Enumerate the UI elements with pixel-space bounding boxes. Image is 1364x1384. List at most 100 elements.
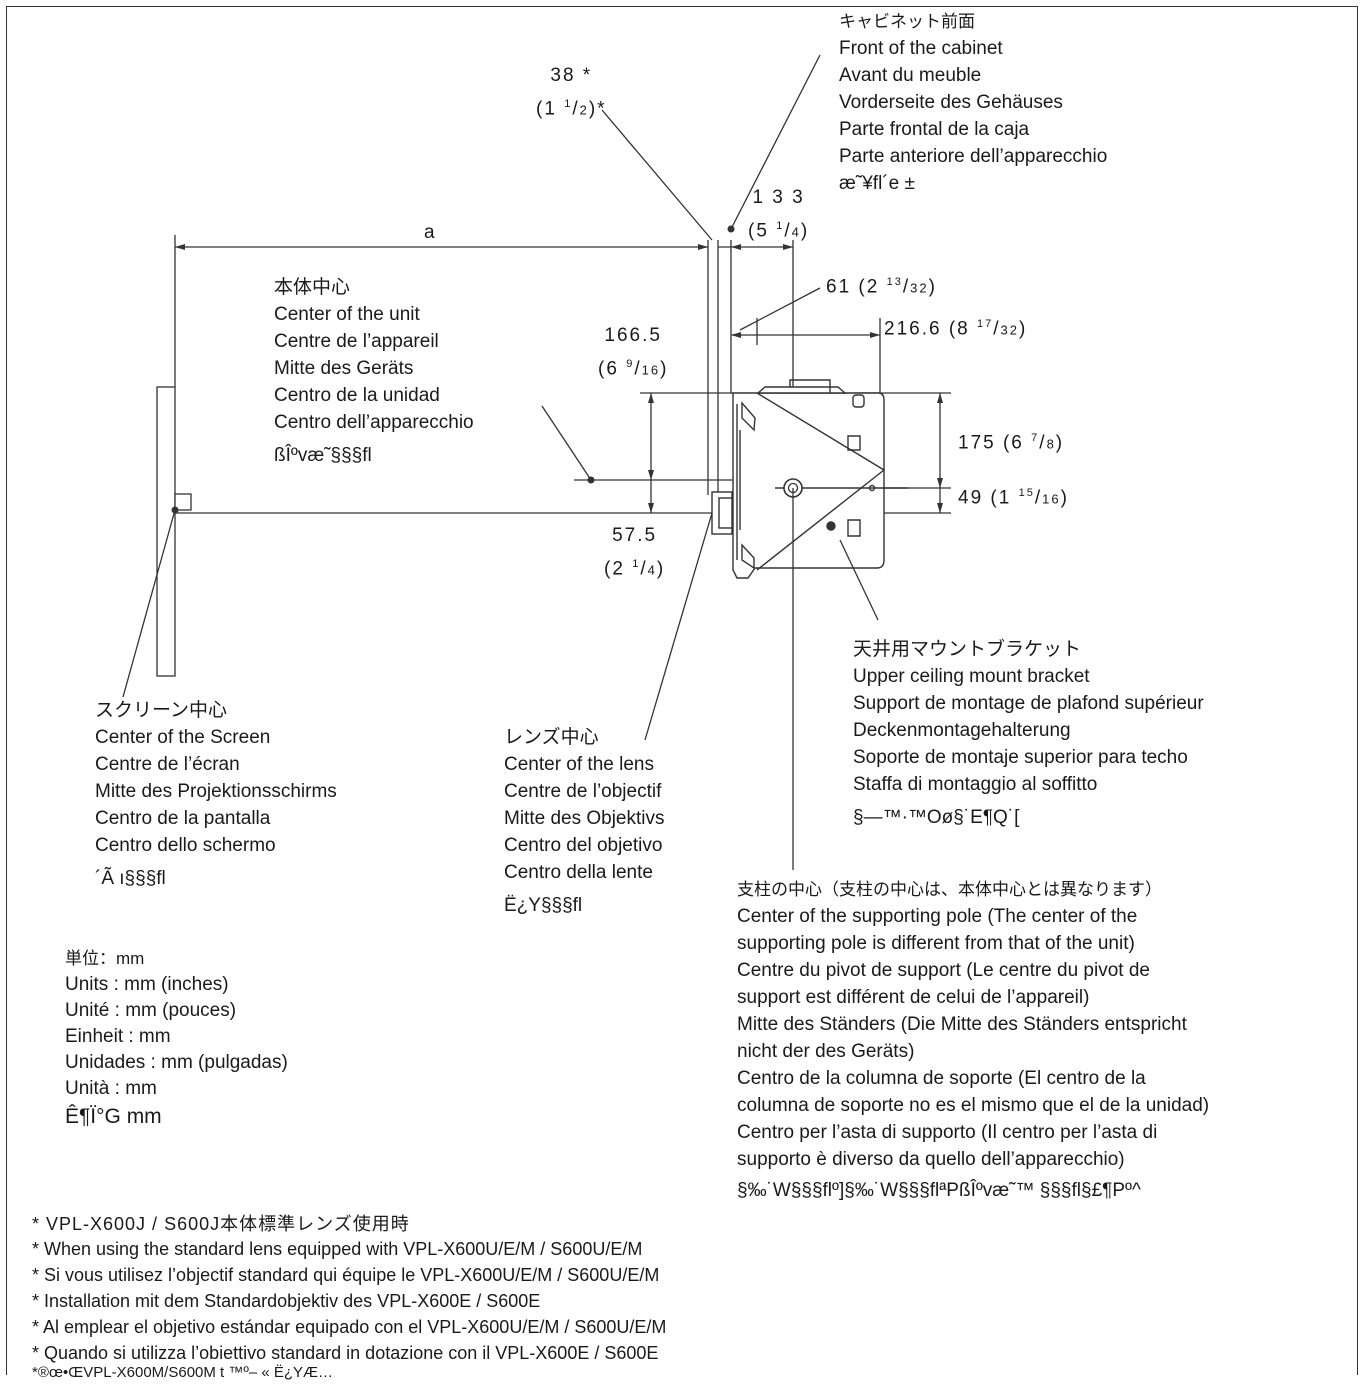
dim-166-value: 166.5	[604, 325, 662, 346]
dim-38-value: 38 *	[550, 65, 593, 86]
dim-61: 61 (2 13/32)	[826, 276, 937, 298]
pole-center-en1: Center of the supporting pole (The cente…	[737, 906, 1138, 927]
dim-166-close: )	[660, 358, 669, 380]
footnote-fr: * Si vous utilisez l’objectif standard q…	[32, 1265, 660, 1285]
cabinet-front-es: Parte frontal de la caja	[839, 119, 1030, 140]
units-ja: 単位：mm	[65, 949, 145, 968]
dim-57-num: 1	[632, 558, 641, 570]
unit-center-ja: 本体中心	[274, 277, 351, 298]
screen-shape	[156, 386, 176, 677]
dim-61-close: )	[928, 276, 937, 298]
unit-center-es: Centro de la unidad	[274, 385, 440, 406]
dim-57-slash: /	[640, 558, 648, 580]
cabinet-front-fr: Avant du meuble	[839, 65, 982, 86]
units-en: Units : mm (inches)	[65, 974, 229, 995]
dim-166: 166.5 (6 9/16)	[598, 322, 668, 384]
dim-38-close: )*	[588, 98, 607, 120]
pole-center-de1: Mitte des Ständers (Die Mitte des Stände…	[737, 1014, 1187, 1035]
dim-175-den: 8	[1046, 436, 1056, 452]
unit-center-en: Center of the unit	[274, 304, 420, 325]
cabinet-front-label: キャビネット前面 Front of the cabinet Avant du m…	[839, 8, 1107, 197]
footnote-ja: * VPL-X600J / S600J本体標準レンズ使用時	[32, 1214, 410, 1234]
cabinet-front-ja: キャビネット前面	[839, 12, 975, 31]
dim-49-value: 49 (1	[958, 487, 1019, 509]
dim-38-slash: /	[572, 98, 580, 120]
dim-61-num: 13	[886, 276, 903, 288]
pole-center-zh: §‰˙W§§§flº]§‰˙W§§§flªPßÎºvæ˜™ §§§fl§£¶Pº…	[737, 1180, 1141, 1201]
bracket-en: Upper ceiling mount bracket	[853, 666, 1090, 687]
dim-57-close: )	[656, 558, 666, 580]
dim-61-leader	[739, 287, 821, 331]
dim-216-den: 32	[1000, 322, 1019, 338]
lens-center-it: Centro della lente	[504, 862, 653, 883]
dim-175-value: 175 (6	[958, 432, 1032, 454]
page-frame	[6, 6, 1358, 1375]
units-fr: Unité : mm (pouces)	[65, 1000, 237, 1021]
dim-166-num: 9	[626, 358, 635, 370]
lens-center-fr: Centre de l’objectif	[504, 781, 662, 802]
dim-175-slash: /	[1039, 432, 1047, 454]
dim-57: 57.5 (2 1/4)	[604, 522, 665, 584]
screen-center-es: Centro de la pantalla	[95, 808, 271, 829]
footnote-en: * When using the standard lens equipped …	[32, 1239, 643, 1259]
bracket-es: Soporte de montaje superior para techo	[853, 747, 1188, 768]
bracket-ja: 天井用マウントブラケット	[853, 639, 1082, 660]
dim-38: 38 * (1 1/2)*	[536, 62, 607, 124]
units-zh: Ê¶Ï°G mm	[65, 1105, 162, 1128]
dim-a: a	[424, 222, 437, 243]
footnote-es: * Al emplear el objetivo estándar equipa…	[32, 1317, 667, 1337]
lens-center-zh: Ë¿Y§§§fl	[504, 895, 583, 916]
cabinet-front-de: Vorderseite des Gehäuses	[839, 92, 1063, 113]
dim-61-value: 61 (2	[826, 276, 887, 298]
pole-center-it2: supporto è diverso da quello dell’appare…	[737, 1149, 1125, 1170]
screen-center-label: スクリーン中心 Center of the Screen Centre de l…	[95, 697, 337, 892]
footnote-zh: *®œ•ŒVPL-X600M/S600M t ™º– « Ë¿YÆ…	[32, 1364, 334, 1381]
screen-center-zh: ´Ã ı§§§fl	[95, 868, 166, 889]
bracket-label: 天井用マウントブラケット Upper ceiling mount bracket…	[853, 636, 1204, 831]
dim-57-den: 4	[647, 562, 657, 578]
dim-166-slash: /	[634, 358, 642, 380]
dim-216-value: 216.6 (8	[884, 318, 977, 340]
pole-center-fr1: Centre du pivot de support (Le centre du…	[737, 960, 1150, 981]
dim-38-num: 1	[564, 98, 573, 110]
unit-center-it: Centro dell’apparecchio	[274, 412, 474, 433]
dim-57-value: 57.5	[612, 525, 658, 546]
dim-133-value: 1 3 3	[752, 187, 805, 208]
projector-body	[711, 379, 908, 579]
dim-133-close: )	[800, 220, 810, 242]
units-label: 単位：mm Units : mm (inches) Unité : mm (po…	[65, 946, 288, 1132]
leader-38	[601, 109, 713, 241]
dim-38-den: 2	[579, 102, 589, 118]
lens-center-label: レンズ中心 Center of the lens Centre de l’obj…	[504, 724, 665, 919]
unit-center-label: 本体中心 Center of the unit Centre de l’appa…	[274, 274, 474, 469]
pole-center-label: 支柱の中心（支柱の中心は、本体中心とは異なります） Center of the …	[737, 876, 1209, 1204]
pole-center-en2: supporting pole is different from that o…	[737, 933, 1135, 954]
dim-216: 216.6 (8 17/32)	[884, 318, 1027, 340]
footnote-de: * Installation mit dem Standardobjektiv …	[32, 1291, 541, 1311]
lens-center-ja: レンズ中心	[504, 727, 599, 748]
dim-49: 49 (1 15/16)	[958, 487, 1069, 509]
bracket-fr: Support de montage de plafond supérieur	[853, 693, 1204, 714]
dim-175-close: )	[1055, 432, 1065, 454]
screen-center-en: Center of the Screen	[95, 727, 271, 748]
dim-61-slash: /	[902, 276, 911, 298]
dim-175-num: 7	[1031, 432, 1040, 444]
lens-center-en: Center of the lens	[504, 754, 654, 775]
pole-center-es2: columna de soporte no es el mismo que el…	[737, 1095, 1210, 1116]
lens-center-es: Centro del objetivo	[504, 835, 663, 856]
dim-133: 1 3 3 (5 1/4)	[748, 184, 809, 246]
dim-166-den: 16	[641, 362, 661, 378]
dim-133-den: 4	[791, 224, 801, 240]
dim-49-num: 15	[1018, 487, 1035, 499]
screen-center-fr: Centre de l’écran	[95, 754, 240, 775]
bracket-zh: §—™·™Oø§˙E¶Q˙[	[853, 807, 1020, 828]
pole-center-ja: 支柱の中心（支柱の中心は、本体中心とは異なります）	[737, 880, 1162, 899]
unit-center-zh: ßÎºvæ˜§§§fl	[274, 445, 372, 466]
dim-49-close: )	[1060, 487, 1069, 509]
dim-216-slash: /	[993, 318, 1001, 340]
cabinet-front-leader	[730, 54, 821, 230]
pole-center-it1: Centro per l’asta di supporto (Il centro…	[737, 1122, 1158, 1143]
unit-center-de: Mitte des Geräts	[274, 358, 414, 379]
footnote-it: * Quando si utilizza l’obiettivo standar…	[32, 1343, 659, 1363]
dim-216-close: )	[1019, 318, 1028, 340]
